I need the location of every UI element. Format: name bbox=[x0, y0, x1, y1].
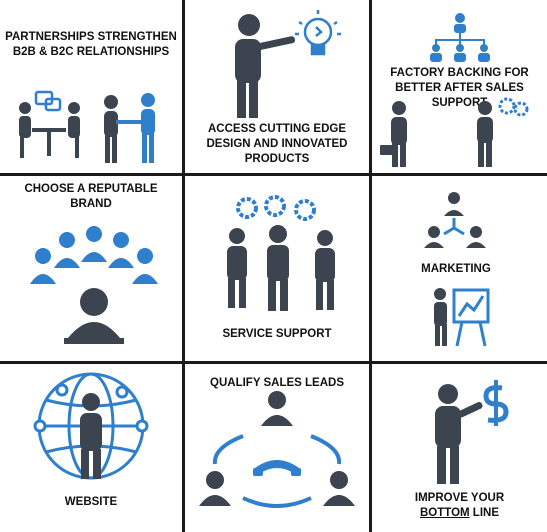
grid-divider bbox=[369, 0, 372, 532]
phone-network-icon bbox=[199, 391, 355, 508]
team-people-icon bbox=[227, 225, 335, 311]
cell-bottomline: IMPROVE YOUR BOTTOM LINE bbox=[372, 364, 547, 532]
grid-divider bbox=[182, 0, 185, 532]
chat-bubbles-icon bbox=[34, 90, 62, 112]
dollar-person-icon bbox=[435, 380, 509, 484]
cell-leads: QUALIFY SALES LEADS bbox=[185, 364, 369, 532]
cell-label: WEBSITE bbox=[64, 496, 118, 508]
presentation-board-icon bbox=[434, 288, 490, 347]
org-chart-icon bbox=[430, 13, 490, 62]
cell-website: WEBSITE bbox=[0, 364, 182, 532]
cell-marketing: MARKETING bbox=[372, 176, 547, 361]
gears-person-icon bbox=[477, 97, 529, 167]
audience-group-icon bbox=[30, 226, 158, 284]
leader-podium-icon bbox=[64, 288, 124, 344]
cell-label: QUALIFY SALES LEADS bbox=[210, 377, 344, 389]
businessman-briefcase-icon bbox=[380, 101, 407, 167]
grid-divider bbox=[0, 173, 547, 176]
presenter-person-icon bbox=[235, 14, 296, 118]
lightbulb-icon bbox=[295, 10, 341, 56]
gears-icon bbox=[236, 195, 316, 221]
cell-label: MARKETING bbox=[421, 263, 491, 275]
cell-service: SERVICE SUPPORT bbox=[185, 176, 369, 361]
network-people-icon bbox=[424, 192, 486, 248]
globe-person-icon bbox=[33, 372, 149, 480]
cell-label: IMPROVE YOUR BOTTOM LINE bbox=[414, 492, 505, 519]
cell-label: SERVICE SUPPORT bbox=[222, 328, 332, 340]
handshake-icon bbox=[104, 93, 155, 163]
meeting-table-icon bbox=[19, 102, 80, 158]
grid-divider bbox=[0, 361, 547, 364]
